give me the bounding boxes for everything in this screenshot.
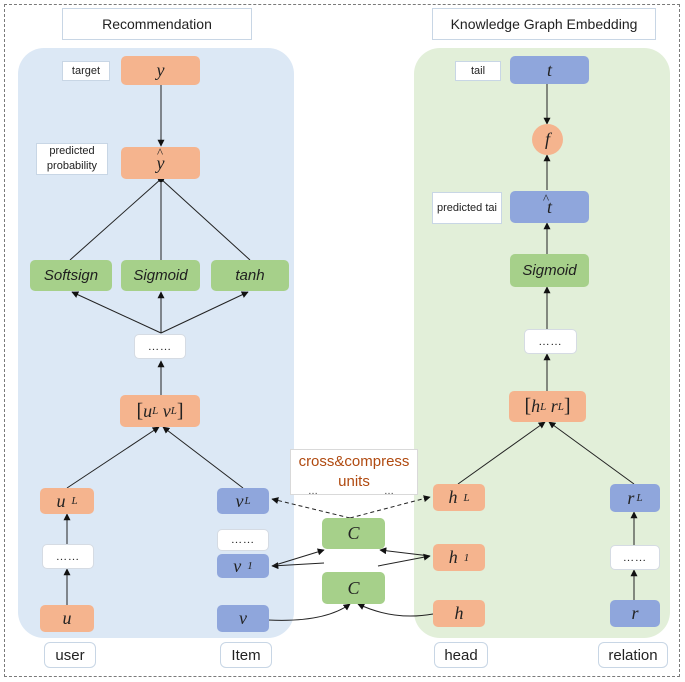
cross-compress-unit-bottom: C bbox=[322, 572, 385, 604]
concat-r: r bbox=[550, 396, 558, 416]
line-yhat-tanh bbox=[160, 178, 251, 261]
dots-left: … bbox=[308, 486, 318, 497]
v-l-sub: L bbox=[244, 495, 251, 507]
h-1-text: h bbox=[448, 547, 458, 567]
arrow-hl-to-concat bbox=[457, 421, 546, 485]
concat-v: v bbox=[162, 400, 171, 421]
concat-u: u bbox=[143, 400, 153, 421]
v-1-text: v bbox=[233, 555, 242, 576]
rec-user-dots: …… bbox=[42, 544, 94, 569]
recommendation-title: Recommendation bbox=[62, 8, 252, 40]
arrow-h-to-c bbox=[357, 603, 434, 617]
arrow-v-to-c bbox=[267, 603, 351, 621]
node-f: f bbox=[532, 124, 563, 155]
concat-r-sub: L bbox=[557, 400, 564, 413]
r-l-sub: L bbox=[636, 492, 643, 504]
arrow-c-to-v1 bbox=[271, 562, 325, 570]
arrow-c-to-h1 bbox=[377, 553, 431, 567]
arrow-vl-to-concat bbox=[162, 426, 244, 489]
u-l-text: u bbox=[56, 490, 66, 511]
y-hat-caret: ^ bbox=[157, 145, 164, 160]
concat-h-sub: L bbox=[540, 400, 547, 413]
t-hat-text: t bbox=[546, 196, 552, 217]
line-yhat-softsign bbox=[69, 178, 162, 261]
arrow-h1-to-c bbox=[379, 547, 431, 557]
node-y-hat: y bbox=[121, 147, 200, 179]
dots-right: … bbox=[384, 486, 394, 497]
kge-relation-dots: …… bbox=[610, 545, 660, 570]
t-hat-caret: ^ bbox=[543, 191, 550, 206]
h-1-sub: 1 bbox=[463, 551, 470, 564]
v-l-text: v bbox=[235, 490, 244, 511]
user-label: user bbox=[44, 642, 96, 668]
kge-hidden-dots: …… bbox=[524, 329, 577, 354]
node-tanh: tanh bbox=[211, 260, 289, 291]
node-v: v bbox=[217, 605, 269, 632]
r-l-text: r bbox=[627, 487, 635, 508]
node-t: t bbox=[510, 56, 589, 84]
cross-compress-line1: cross&compress bbox=[298, 453, 410, 470]
tail-label: tail bbox=[455, 61, 501, 81]
node-y: y bbox=[121, 56, 200, 85]
arrow-to-softsign bbox=[71, 291, 162, 334]
node-t-hat: t bbox=[510, 191, 589, 223]
rec-item-dots: …… bbox=[217, 529, 269, 551]
y-hat-text: y bbox=[156, 152, 165, 173]
rec-hidden-dots: …… bbox=[134, 334, 186, 359]
head-label: head bbox=[434, 642, 488, 668]
cross-compress-label: cross&compress units bbox=[290, 449, 418, 495]
arrow-ul-to-concat bbox=[66, 426, 160, 489]
node-r: r bbox=[610, 600, 660, 627]
node-softsign: Softsign bbox=[30, 260, 112, 291]
v-1-sub: 1 bbox=[247, 560, 253, 572]
arrow-rl-to-concat bbox=[548, 421, 635, 485]
relation-label: relation bbox=[598, 642, 668, 668]
arrow-c-to-vl bbox=[271, 497, 351, 519]
node-u: u bbox=[40, 605, 94, 632]
cross-compress-unit-top: C bbox=[322, 518, 385, 549]
node-sigmoid: Sigmoid bbox=[121, 260, 200, 291]
arrow-c-to-hl bbox=[349, 495, 431, 519]
concat-h: h bbox=[531, 396, 541, 416]
arrow-to-tanh bbox=[160, 291, 249, 334]
node-h: h bbox=[433, 600, 485, 627]
target-label: target bbox=[62, 61, 110, 81]
u-l-sub: L bbox=[71, 495, 78, 507]
predicted-probability-label: predicted probability bbox=[36, 143, 108, 175]
kge-title: Knowledge Graph Embedding bbox=[432, 8, 656, 40]
h-l-text: h bbox=[448, 487, 458, 507]
arrow-v1-to-c bbox=[271, 548, 325, 567]
cross-compress-line2: units bbox=[338, 473, 370, 490]
concat-u-sub: L bbox=[152, 405, 159, 417]
node-sigmoid-kge: Sigmoid bbox=[510, 254, 589, 287]
diagram-frame bbox=[4, 4, 680, 677]
concat-v-sub: L bbox=[170, 405, 177, 417]
h-l-sub: L bbox=[463, 491, 470, 504]
predicted-tail-label: predicted tai bbox=[432, 192, 502, 224]
item-label: Item bbox=[220, 642, 272, 668]
